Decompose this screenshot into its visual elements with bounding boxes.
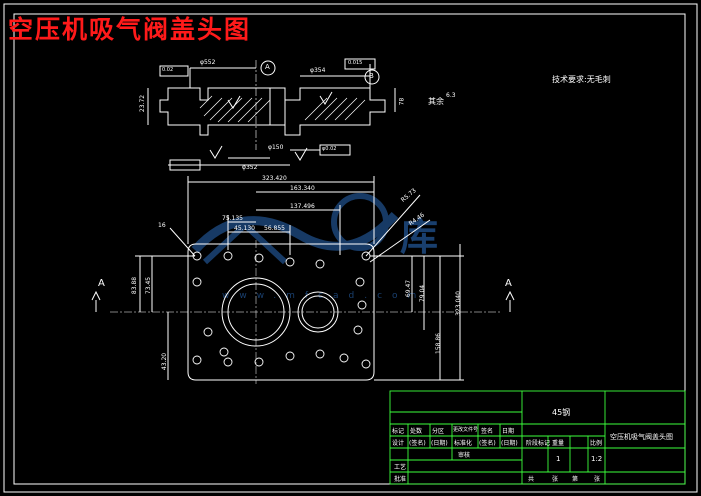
dim-bottom-2: φ150 — [268, 144, 284, 151]
dim-right-3: 158.86 — [435, 333, 442, 354]
section-view — [147, 58, 396, 171]
dim-width-4: 45.130 — [234, 225, 255, 232]
section-label-left: A — [98, 278, 105, 289]
tb-row2-col4: 标准化 — [454, 440, 473, 447]
tb-row1-col5: 签名 — [481, 428, 494, 435]
tb-row2-col1: 设计 — [392, 440, 405, 447]
tb-count: 1 — [556, 455, 561, 463]
plan-view — [91, 176, 515, 384]
dim-tol-1: 0.02 — [162, 67, 174, 73]
part-name: 空压机吸气阀盖头图 — [610, 433, 673, 441]
tb-row1-col1: 标记 — [392, 428, 405, 435]
tb-row2-col3: (日期) — [431, 440, 448, 447]
tb-process: 工艺 — [394, 464, 407, 471]
tb-weight: 重量 — [552, 440, 565, 447]
dim-right-2: 79.04 — [419, 284, 427, 303]
dim-small: 16 — [158, 222, 166, 229]
tech-requirements: 技术要求:无毛刺 — [552, 75, 611, 84]
roughness-value: 6.3 — [446, 92, 456, 99]
dim-top-2: φ354 — [310, 67, 326, 74]
title-block — [389, 390, 686, 485]
dim-width-3: 75.135 — [222, 215, 243, 222]
tb-sheet-no: 第 — [572, 476, 579, 483]
tb-row1-col2: 处数 — [410, 428, 423, 435]
dim-width-2: 137.496 — [290, 203, 315, 210]
section-label-right: A — [505, 278, 512, 289]
dim-width-1: 163.340 — [290, 185, 315, 192]
dim-right-4: 323.040 — [454, 291, 462, 316]
dim-width-overall: 323.420 — [262, 175, 287, 182]
bolt-holes — [192, 251, 371, 369]
tb-review: 审核 — [458, 452, 471, 459]
datum-a: A — [265, 63, 270, 71]
dim-side-1: 78 — [398, 97, 406, 106]
tb-stage-mark: 阶段标记 — [526, 440, 551, 447]
tb-row1-col4: 更改文件号 — [453, 427, 479, 433]
tb-row1-col3: 分区 — [432, 428, 445, 435]
dim-left-2: 73.45 — [145, 276, 153, 295]
inner-frame — [13, 13, 686, 485]
dim-bottom-1: φ352 — [242, 164, 258, 171]
roughness-note: 其余 — [428, 97, 444, 106]
tb-scale-label: 比例 — [590, 440, 603, 447]
dim-width-5: 56.855 — [264, 225, 285, 232]
dim-left-1: 83.88 — [131, 276, 139, 295]
tb-row2-col2: (签名) — [409, 440, 426, 447]
tb-approve: 批准 — [394, 476, 407, 483]
tb-sheet-unit-2: 张 — [594, 476, 601, 483]
tb-sheet-total: 共 — [528, 476, 535, 483]
dim-right-1: 69.47 — [405, 279, 413, 298]
dim-bottom-3: φ0.02 — [322, 146, 337, 152]
datum-b: B — [369, 72, 374, 80]
watermark-logo — [191, 193, 399, 265]
tb-scale: 1:2 — [591, 455, 603, 463]
tb-row2-col5: (签名) — [479, 440, 496, 447]
outer-frame — [3, 3, 698, 493]
dim-side-2: 23.72 — [139, 94, 147, 113]
tb-sheet-unit-1: 张 — [552, 476, 559, 483]
tb-row2-col6: (日期) — [501, 440, 518, 447]
tb-row1-col6: 日期 — [502, 428, 515, 435]
dim-top-1: φ552 — [200, 59, 216, 66]
material: 45钢 — [552, 408, 571, 417]
drawing-title: 空压机吸气阀盖头图 — [8, 15, 252, 44]
dim-tol-2: 0.015 — [348, 60, 363, 66]
dim-left-3: 43.20 — [161, 352, 169, 371]
